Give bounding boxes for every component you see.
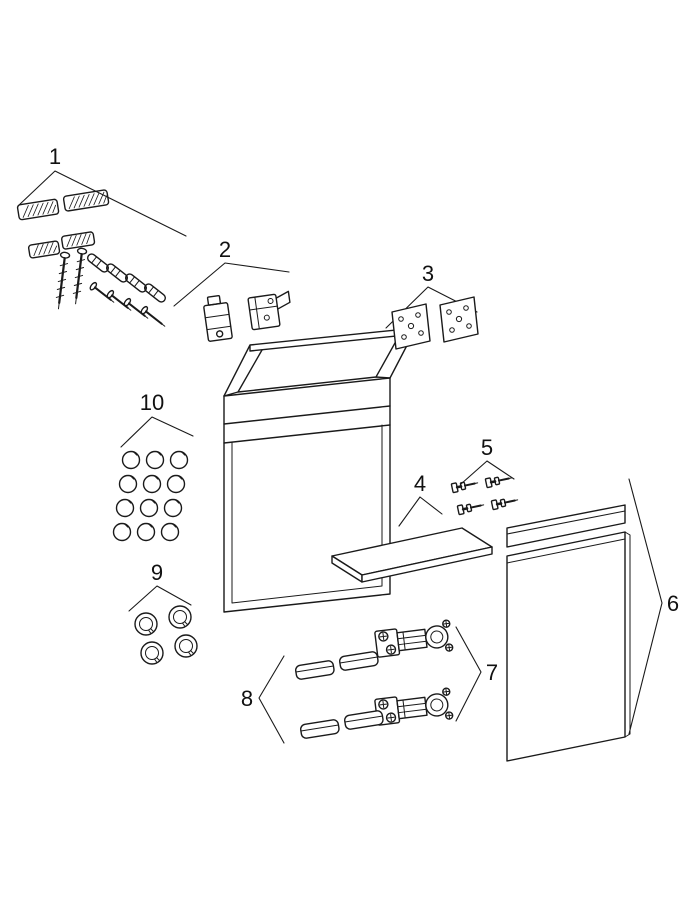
leader-line-4 bbox=[398, 496, 443, 527]
connector-bolt-3 bbox=[456, 503, 485, 516]
part-1-group bbox=[16, 170, 187, 327]
leader-line-9 bbox=[128, 585, 192, 612]
fastening-ring-4 bbox=[174, 634, 198, 658]
leader-line-7 bbox=[455, 626, 482, 722]
part-label-1: 1 bbox=[49, 144, 61, 169]
leader-line-10 bbox=[120, 416, 194, 448]
cover-cap bbox=[112, 522, 132, 542]
wall-plug-1 bbox=[86, 253, 110, 273]
fastening-ring-3 bbox=[140, 641, 164, 665]
part-6-group bbox=[506, 478, 663, 762]
mounting-rail-3 bbox=[27, 240, 61, 259]
fitting-block-2 bbox=[247, 290, 291, 331]
mounting-rail-4 bbox=[60, 231, 96, 250]
fastening-ring-1 bbox=[134, 612, 158, 636]
cover-cap bbox=[136, 522, 156, 542]
cover-cap bbox=[121, 450, 141, 470]
cover-cap bbox=[145, 450, 165, 470]
leader-line-8 bbox=[258, 655, 285, 744]
part-label-3: 3 bbox=[422, 261, 434, 286]
cover-strip-1 bbox=[295, 660, 335, 680]
screw-short-2 bbox=[106, 289, 132, 311]
cover-cap bbox=[163, 498, 183, 518]
wall-plug-2 bbox=[105, 263, 129, 283]
part-2-group bbox=[173, 262, 291, 342]
connector-bolt-4 bbox=[490, 498, 519, 511]
hinge-1 bbox=[374, 619, 454, 658]
cover-cap bbox=[142, 474, 162, 494]
cover-cap bbox=[115, 498, 135, 518]
cover-strip-3 bbox=[300, 719, 340, 739]
screw-short-4 bbox=[140, 305, 166, 327]
cover-cap bbox=[118, 474, 138, 494]
fitting-block-1 bbox=[203, 294, 233, 342]
mounting-plate-2 bbox=[439, 296, 479, 343]
part-7-group bbox=[374, 619, 482, 726]
connector-bolt-2 bbox=[484, 476, 513, 489]
part-5-group bbox=[450, 460, 519, 516]
part-label-8: 8 bbox=[241, 686, 253, 711]
leader-line-5 bbox=[460, 460, 515, 485]
cover-cap bbox=[169, 450, 189, 470]
part-label-9: 9 bbox=[151, 560, 163, 585]
cabinet-body-drawing bbox=[223, 327, 417, 613]
part-label-4: 4 bbox=[414, 471, 426, 496]
fastening-ring-2 bbox=[168, 605, 192, 629]
part-label-2: 2 bbox=[219, 237, 231, 262]
shelf-panel-drawing bbox=[331, 527, 493, 583]
part-9-group bbox=[128, 585, 198, 665]
part-label-7: 7 bbox=[486, 660, 498, 685]
mounting-rail-1 bbox=[16, 198, 60, 221]
part-label-5: 5 bbox=[481, 435, 493, 460]
part-3-group bbox=[385, 286, 479, 350]
part-label-6: 6 bbox=[667, 591, 679, 616]
part-8-group bbox=[258, 651, 384, 744]
leader-line-2 bbox=[173, 262, 290, 307]
cover-cap bbox=[139, 498, 159, 518]
screw-short-3 bbox=[123, 297, 149, 319]
leader-line-1 bbox=[17, 170, 187, 237]
door-top-strip bbox=[506, 504, 626, 548]
cover-strip-2 bbox=[339, 651, 379, 671]
leader-line-6 bbox=[628, 478, 663, 735]
part-label-10: 10 bbox=[140, 390, 164, 415]
cover-cap bbox=[160, 522, 180, 542]
mounting-rail-2 bbox=[62, 189, 110, 212]
cover-cap bbox=[166, 474, 186, 494]
part-4-group bbox=[331, 496, 493, 583]
cover-strip-4 bbox=[344, 710, 384, 730]
connector-bolt-1 bbox=[450, 481, 479, 494]
hinge-2 bbox=[374, 687, 454, 726]
door-panel bbox=[506, 531, 631, 762]
screw-short-1 bbox=[89, 281, 115, 303]
screw-long-1 bbox=[55, 251, 71, 310]
mounting-plate-1 bbox=[391, 303, 431, 350]
wall-plug-3 bbox=[124, 273, 148, 293]
screw-long-2 bbox=[72, 247, 88, 305]
part-10-group bbox=[112, 416, 194, 542]
wall-plug-4 bbox=[143, 283, 167, 303]
